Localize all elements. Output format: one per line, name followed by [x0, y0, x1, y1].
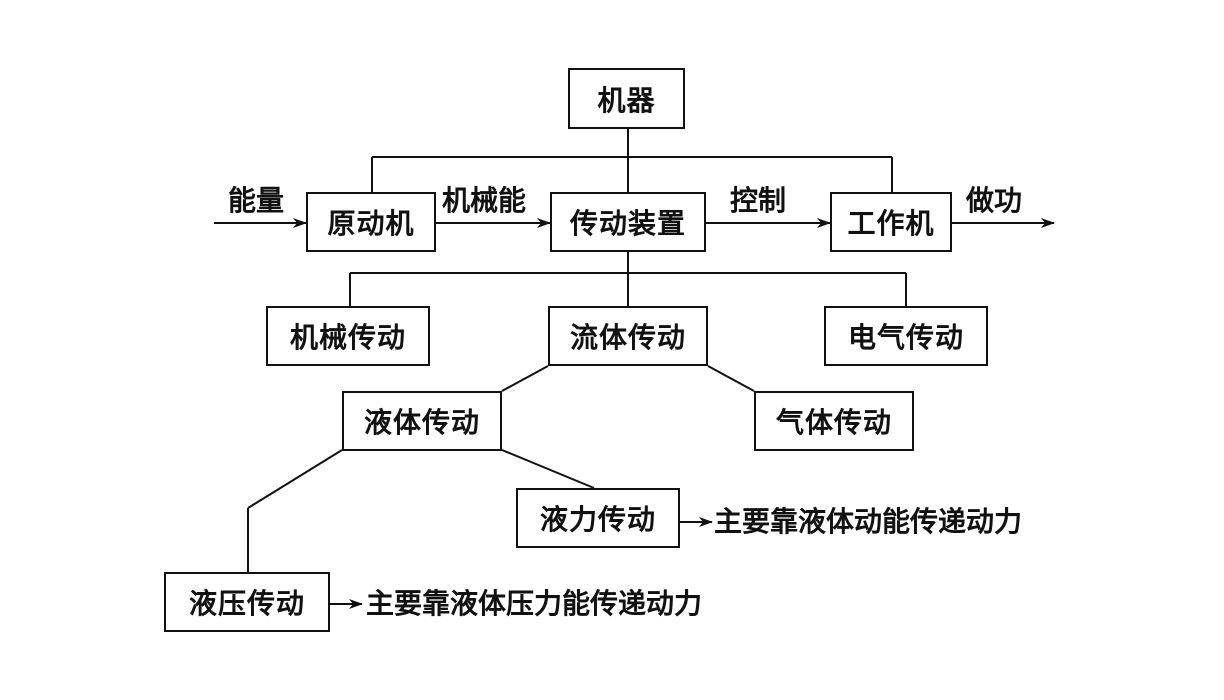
line-fluid-to-gas	[707, 365, 755, 392]
node-mechanical-transmission: 机械传动	[266, 306, 430, 366]
label-mechanical-energy: 机械能	[442, 184, 527, 217]
node-liquid-transmission: 液体传动	[342, 391, 502, 451]
node-transmission: 传动装置	[550, 192, 706, 252]
line-fluid-to-liquid	[501, 365, 549, 392]
note-hydraulic: 主要靠液体压力能传递动力	[366, 587, 703, 620]
node-hydrodynamic-transmission: 液力传动	[516, 488, 680, 548]
line-liquid-to-hydraulic-1	[247, 449, 343, 509]
node-electrical-transmission: 电气传动	[824, 306, 988, 366]
label-do-work: 做功	[966, 184, 1023, 217]
label-energy: 能量	[228, 184, 285, 217]
line-liquid-to-hydrodynamic	[501, 449, 595, 489]
node-machine: 机器	[568, 68, 685, 129]
node-gas-transmission: 气体传动	[754, 391, 914, 451]
node-working-machine: 工作机	[830, 192, 952, 252]
node-hydraulic-transmission: 液压传动	[164, 572, 330, 632]
node-prime-mover: 原动机	[306, 192, 436, 252]
note-hydrodynamic: 主要靠液体动能传递动力	[714, 505, 1023, 538]
node-fluid-transmission: 流体传动	[548, 306, 708, 366]
label-control: 控制	[730, 184, 787, 217]
